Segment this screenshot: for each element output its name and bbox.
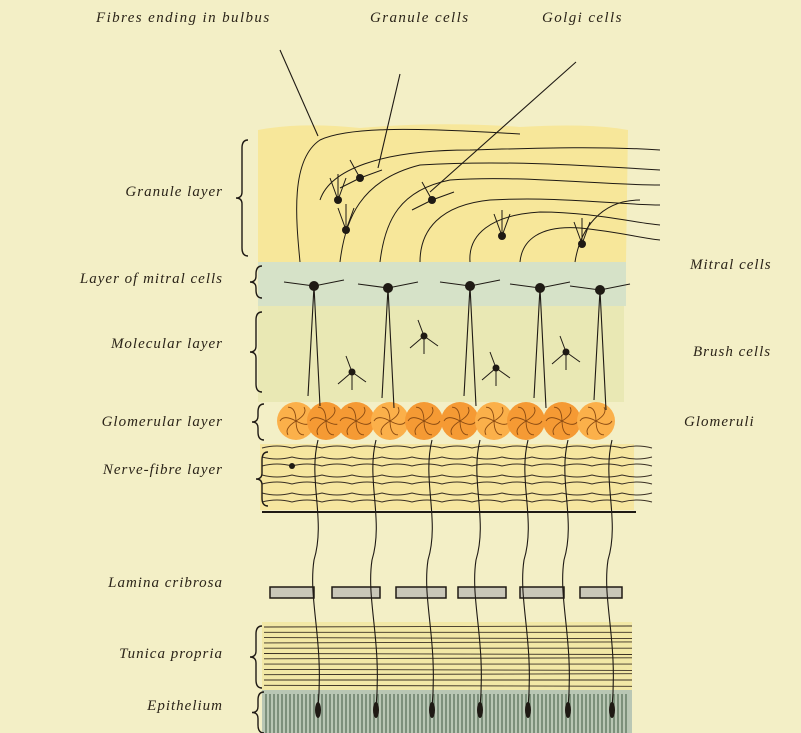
olfactory-receptor-cell xyxy=(565,702,571,718)
olfactory-receptor-cell xyxy=(373,702,379,718)
label-mitral-cells: Mitral cells xyxy=(690,257,772,274)
label-nerve-fibre-layer: Nerve-fibre layer xyxy=(103,462,223,479)
label-golgi-cells: Golgi cells xyxy=(542,10,623,27)
lamina-plate xyxy=(332,587,380,598)
label-layer-of-mitral-cells: Layer of mitral cells xyxy=(80,271,223,288)
label-granule-cells: Granule cells xyxy=(370,10,469,27)
brace-glomerular-layer xyxy=(252,404,264,440)
glomerulus xyxy=(577,402,615,440)
label-brush-cells: Brush cells xyxy=(693,344,771,361)
lamina-plate xyxy=(270,587,314,598)
olfactory-receptor-cell xyxy=(525,702,531,718)
olfactory-receptor-cell xyxy=(315,702,321,718)
lamina-plate xyxy=(580,587,622,598)
glomerulus xyxy=(337,402,375,440)
brace-tunica-propria xyxy=(250,626,262,688)
label-glomeruli: Glomeruli xyxy=(684,414,755,431)
pointer-fibres xyxy=(280,50,318,136)
glomerulus xyxy=(371,402,409,440)
label-glomerular-layer: Glomerular layer xyxy=(102,414,223,431)
label-granule-layer: Granule layer xyxy=(125,184,223,201)
glomerulus xyxy=(507,402,545,440)
glomerulus xyxy=(441,402,479,440)
glomerulus xyxy=(405,402,443,440)
olfactory-receptor-cell xyxy=(429,702,435,718)
lamina-plate xyxy=(520,587,564,598)
label-fibres-ending-in-bulbus: Fibres ending in bulbus xyxy=(96,10,271,27)
lamina-plate xyxy=(458,587,506,598)
glomerulus xyxy=(543,402,581,440)
label-tunica-propria: Tunica propria xyxy=(119,646,223,663)
brace-granule-layer xyxy=(236,140,248,256)
olfactory-receptor-cell xyxy=(477,702,483,718)
olfactory-receptor-cell xyxy=(609,702,615,718)
lamina-plate xyxy=(396,587,446,598)
nerve-fibre-nucleus xyxy=(289,463,295,469)
label-epithelium: Epithelium xyxy=(147,698,223,715)
label-molecular-layer: Molecular layer xyxy=(111,336,223,353)
label-lamina-cribrosa: Lamina cribrosa xyxy=(108,575,223,592)
